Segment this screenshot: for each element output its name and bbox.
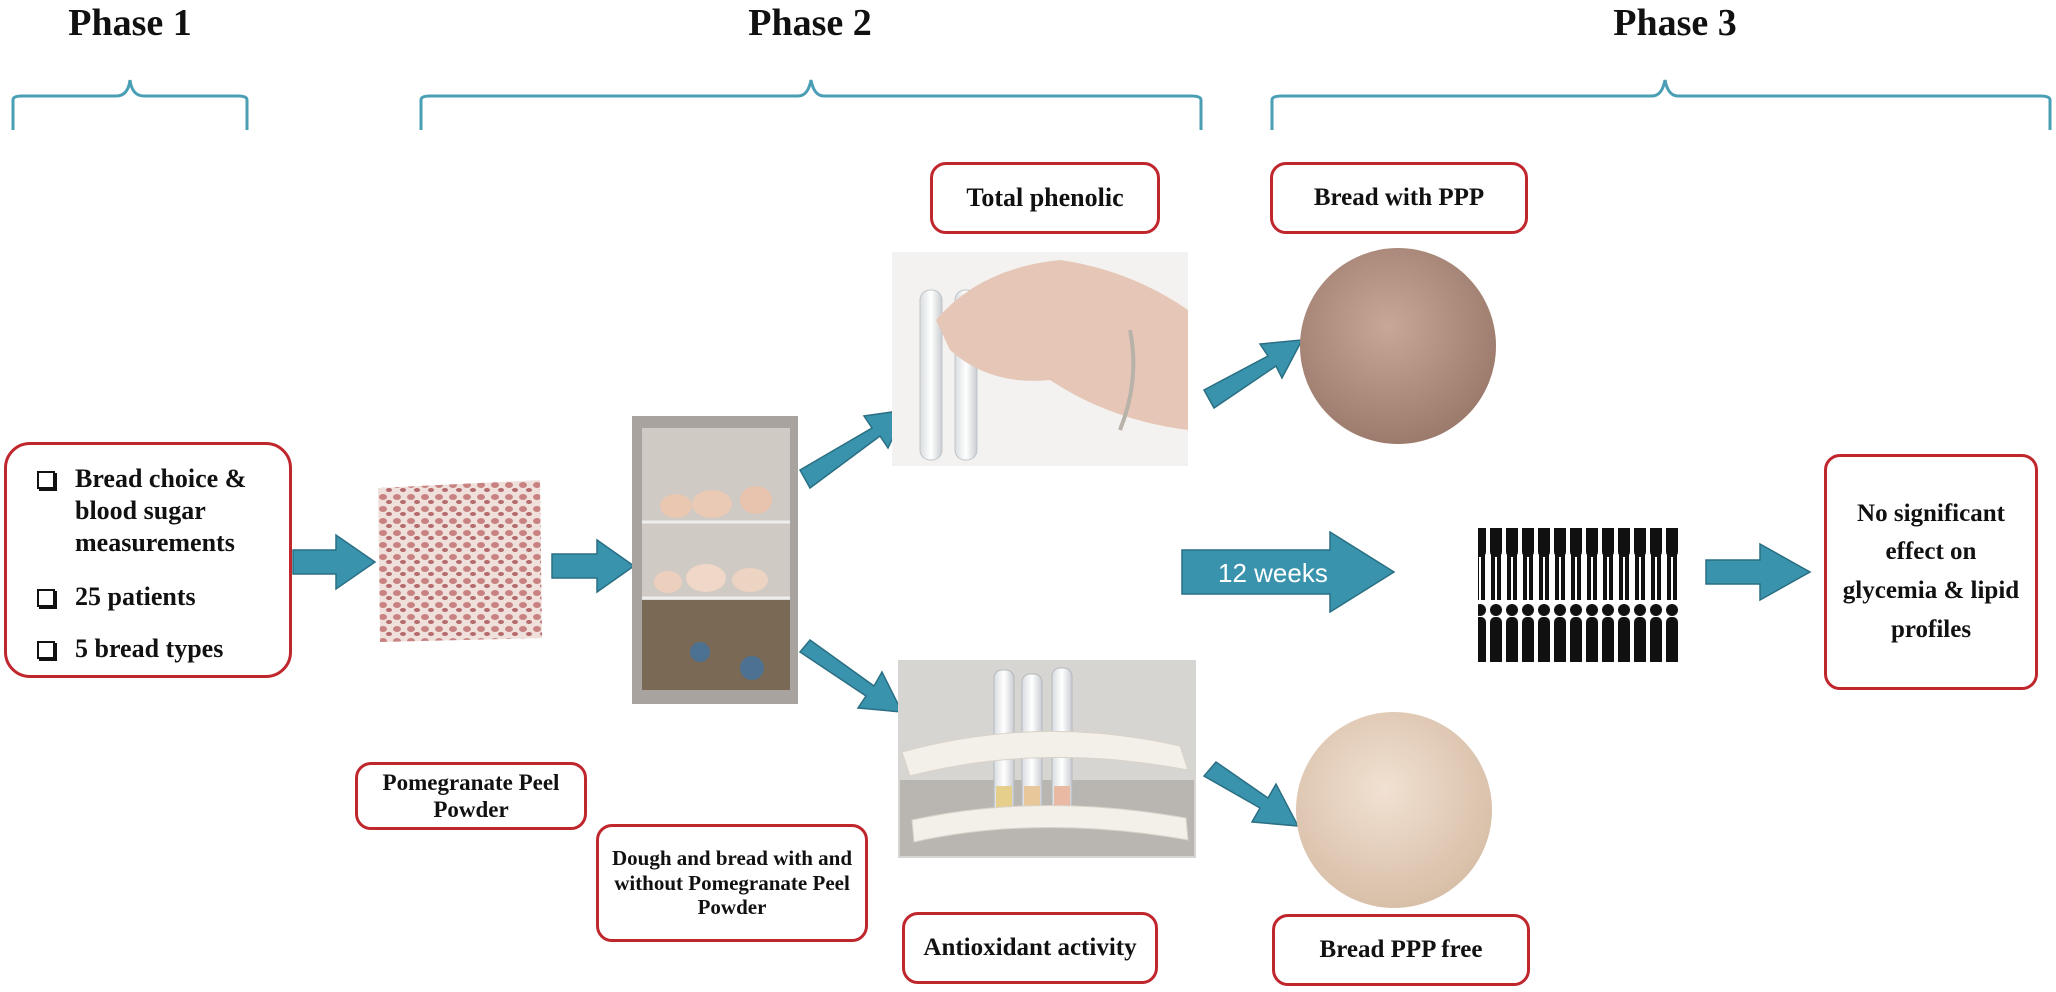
phase-1-checklist: Bread choice & blood sugar measurements …	[4, 442, 292, 678]
checklist-item: 5 bread types	[37, 633, 223, 665]
checklist-item: Bread choice & blood sugar measurements	[37, 463, 265, 559]
arrow-12-weeks	[1181, 530, 1396, 614]
bread-ppp-free-image	[1296, 712, 1492, 908]
bread-with-ppp-image	[1300, 248, 1496, 444]
bread-with-ppp-label: Bread with PPP	[1270, 162, 1528, 234]
result-label: No significant effect on glycemia & lipi…	[1824, 454, 2038, 690]
arrow-dough-to-antioxidant	[798, 638, 904, 713]
arrow-antioxidant-to-bread-free	[1202, 760, 1300, 827]
arrow-phenolic-to-bread-with	[1202, 339, 1304, 410]
phase1-bracket	[11, 79, 249, 130]
phase-1-title: Phase 1	[68, 2, 192, 44]
checkbox-icon	[37, 471, 55, 489]
dough-and-bread-label: Dough and bread with and without Pomegra…	[596, 824, 868, 942]
patients-crowd-icon	[1478, 528, 1682, 662]
checklist-item: 25 patients	[37, 581, 196, 613]
total-phenolic-image	[892, 252, 1188, 466]
arrow-crowd-to-result	[1705, 542, 1812, 602]
bread-ppp-free-label: Bread PPP free	[1272, 914, 1530, 986]
arrow-phase1-to-powder	[292, 533, 377, 591]
phase2-bracket	[419, 79, 1203, 130]
phase-brackets	[11, 79, 2052, 130]
antioxidant-activity-image	[898, 660, 1196, 858]
checkbox-icon	[37, 641, 55, 659]
phase-2-title: Phase 2	[748, 2, 872, 44]
duration-label: 12 weeks	[1218, 558, 1328, 588]
antioxidant-activity-label: Antioxidant activity	[902, 912, 1158, 984]
phase-3-title: Phase 3	[1613, 2, 1737, 44]
pomegranate-peel-powder-image	[378, 480, 542, 642]
flow-arrows	[292, 339, 1812, 827]
arrow-dough-to-phenolic	[798, 409, 908, 490]
checkbox-icon	[37, 589, 55, 607]
dough-in-oven-image	[632, 416, 798, 704]
total-phenolic-label: Total phenolic	[930, 162, 1160, 234]
pomegranate-peel-powder-label: Pomegranate Peel Powder	[355, 762, 587, 830]
phase3-bracket	[1270, 79, 2052, 130]
arrow-powder-to-dough	[551, 538, 636, 594]
